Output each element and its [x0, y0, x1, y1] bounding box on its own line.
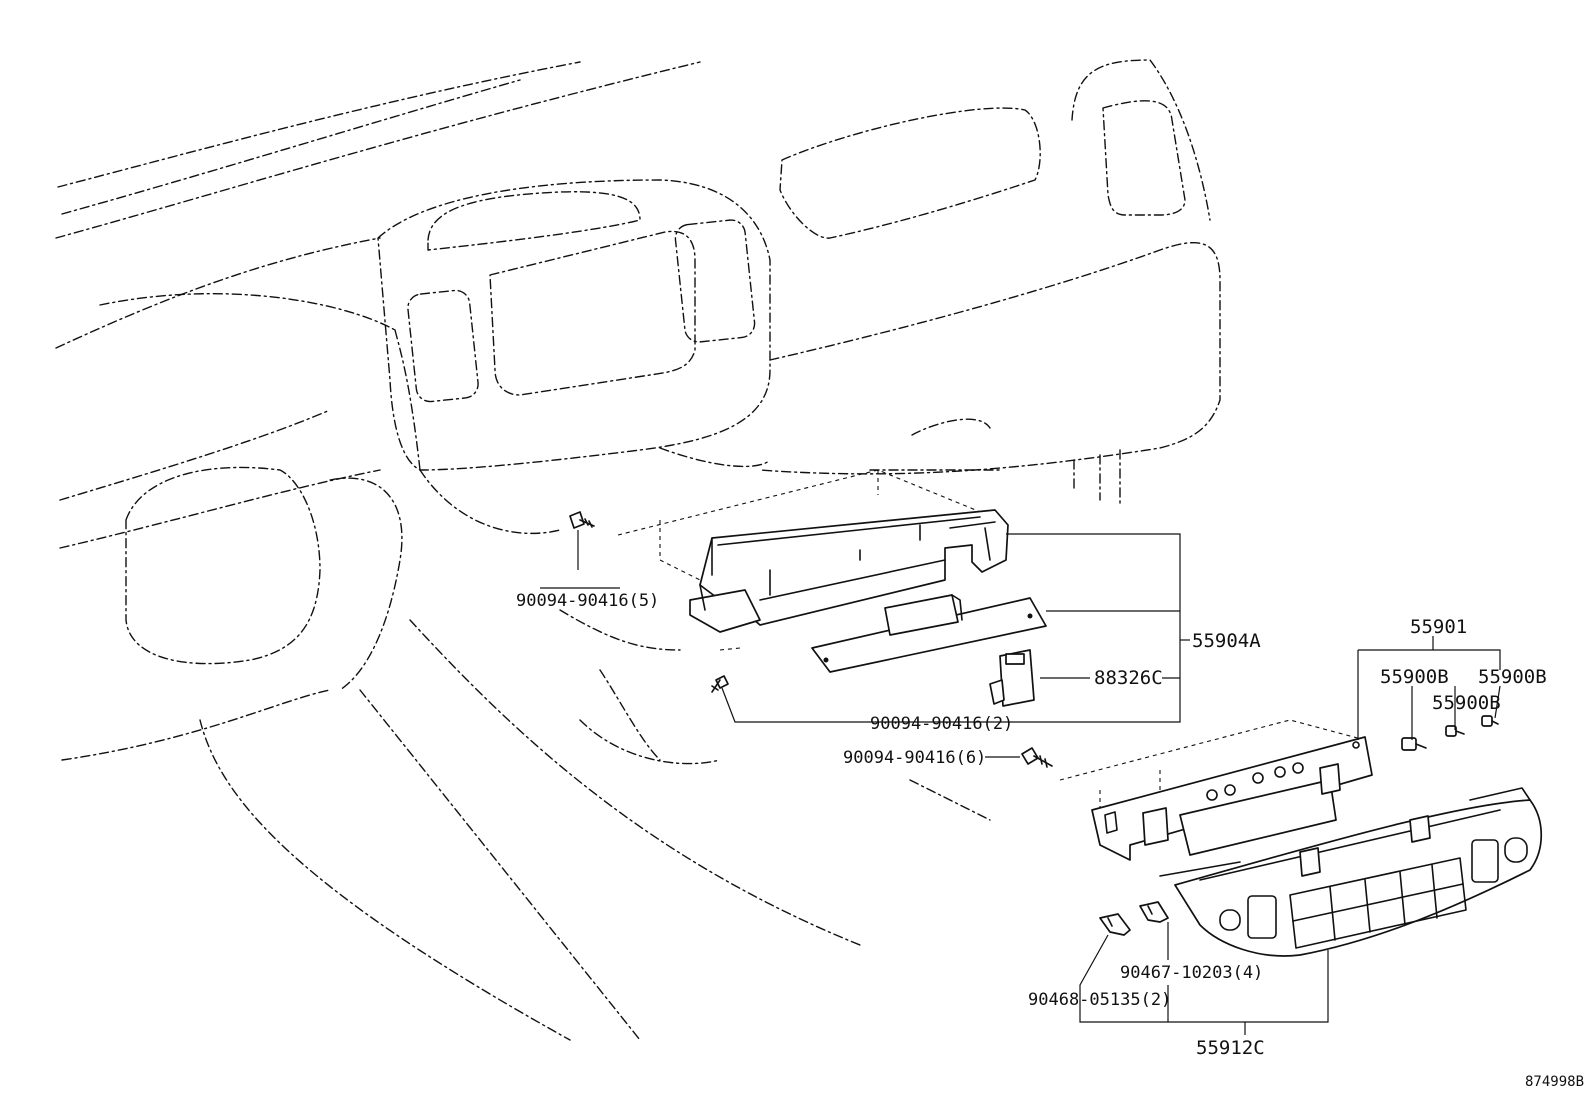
screw-icon: [569, 511, 595, 529]
label-55901: 55901: [1410, 616, 1467, 638]
switch-unit-55901: [1059, 719, 1373, 861]
label-55900b: 55900B: [1380, 666, 1449, 688]
label-88326c: 88326C: [1094, 667, 1163, 689]
bulb-icon: [1481, 715, 1499, 727]
clip-icon: [1139, 901, 1169, 923]
circuit-board: [811, 594, 1047, 673]
part-labels: 90094-90416(5) 55904A 88326C 90094-90416…: [516, 591, 1584, 1090]
leader-lines: [540, 530, 1501, 1035]
label-55904a: 55904A: [1192, 630, 1261, 652]
label-90468-05135-2: 90468-05135(2): [1028, 990, 1171, 1010]
figure-id: 874998B: [1525, 1074, 1584, 1090]
label-55900b: 55900B: [1432, 692, 1501, 714]
label-55900b: 55900B: [1478, 666, 1547, 688]
label-90094-90416-2: 90094-90416(2): [870, 714, 1013, 734]
bulb-socket-88326c: [989, 649, 1035, 707]
bezel-55912c: [1159, 787, 1542, 957]
screw-icon: [711, 675, 729, 693]
label-90094-90416-5: 90094-90416(5): [516, 591, 659, 611]
label-55912c: 55912C: [1196, 1037, 1265, 1059]
bulb-icon: [1401, 737, 1427, 751]
label-90094-90416-6: 90094-90416(6): [843, 748, 986, 768]
dashboard-outline: [55, 59, 1221, 1041]
bulb-icon: [1445, 725, 1465, 737]
bracket-55904a: [617, 469, 1009, 651]
label-90467-10203-4: 90467-10203(4): [1120, 963, 1263, 983]
screw-icon: [1021, 747, 1053, 768]
clip-icon: [1099, 913, 1131, 936]
